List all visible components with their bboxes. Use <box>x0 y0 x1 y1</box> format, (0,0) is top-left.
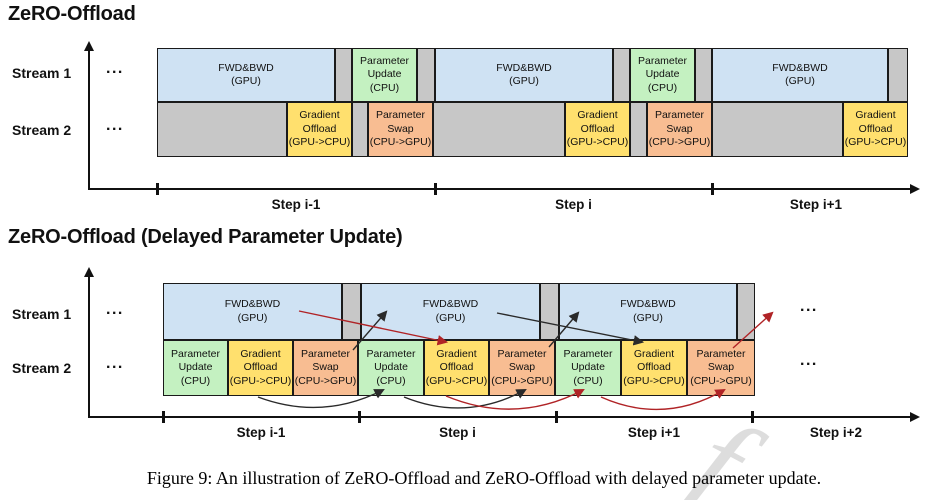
box-gradient-offload: Gradient Offload (GPU->CPU) <box>843 102 908 157</box>
top-step-label: Step i <box>555 197 592 212</box>
bottom-step-label: Step i+1 <box>627 425 681 440</box>
box-idle <box>712 102 843 157</box>
bottom-axis-tick <box>555 411 558 423</box>
box-idle <box>433 102 565 157</box>
top-y-axis <box>88 50 90 189</box>
top-stream1-ellipsis: ... <box>106 60 124 77</box>
box-gradient-offload: Gradient Offload (GPU->CPU) <box>424 340 489 396</box>
box-param-update: Parameter Update (CPU) <box>163 340 228 396</box>
bottom-y-axis <box>88 276 90 417</box>
box-idle <box>737 283 755 340</box>
top-step-label: Step i+1 <box>789 197 843 212</box>
bottom-diagram-title: ZeRO-Offload (Delayed Parameter Update) <box>8 226 403 248</box>
bottom-stream1-label: Stream 1 <box>12 306 72 322</box>
top-axis-tick <box>156 183 159 195</box>
bottom-y-axis-arrow-icon <box>84 267 94 277</box>
bottom-stream2-label: Stream 2 <box>12 360 72 376</box>
box-param-update: Parameter Update (CPU) <box>555 340 621 396</box>
bottom-step-label: Step i-1 <box>236 425 286 440</box>
box-fwd-bwd: FWD&BWD (GPU) <box>163 283 342 340</box>
box-param-swap: Parameter Swap (CPU->GPU) <box>687 340 755 396</box>
box-gradient-offload: Gradient Offload (GPU->CPU) <box>621 340 687 396</box>
box-idle <box>342 283 361 340</box>
top-diagram-title: ZeRO-Offload <box>8 3 136 25</box>
box-fwd-bwd: FWD&BWD (GPU) <box>435 48 613 102</box>
box-fwd-bwd: FWD&BWD (GPU) <box>157 48 335 102</box>
figure-caption: Figure 9: An illustration of ZeRO-Offloa… <box>146 468 822 488</box>
box-param-update: Parameter Update (CPU) <box>630 48 695 102</box>
top-axis-tick <box>711 183 714 195</box>
bottom-axis-tick <box>358 411 361 423</box>
bottom-axis-tick <box>751 411 754 423</box>
box-param-update: Parameter Update (CPU) <box>352 48 417 102</box>
box-gradient-offload: Gradient Offload (GPU->CPU) <box>287 102 352 157</box>
top-step-label: Step i-1 <box>271 197 321 212</box>
bottom-x-axis <box>88 416 912 418</box>
box-param-swap: Parameter Swap (CPU->GPU) <box>489 340 555 396</box>
bottom-x-axis-arrow-icon <box>910 412 920 422</box>
top-x-axis <box>88 188 912 190</box>
bottom-step-label: Step i+2 <box>809 425 863 440</box>
box-param-swap: Parameter Swap (CPU->GPU) <box>368 102 433 157</box>
top-y-axis-arrow-icon <box>84 41 94 51</box>
box-idle <box>352 102 368 157</box>
box-idle <box>335 48 352 102</box>
box-fwd-bwd: FWD&BWD (GPU) <box>361 283 540 340</box>
box-idle <box>695 48 712 102</box>
box-idle <box>540 283 559 340</box>
top-stream2-ellipsis: ... <box>106 117 124 134</box>
box-param-update: Parameter Update (CPU) <box>358 340 424 396</box>
bottom-step-label: Step i <box>439 425 476 440</box>
top-x-axis-arrow-icon <box>910 184 920 194</box>
top-axis-tick <box>434 183 437 195</box>
box-param-swap: Parameter Swap (CPU->GPU) <box>647 102 712 157</box>
box-idle <box>613 48 630 102</box>
box-fwd-bwd: FWD&BWD (GPU) <box>559 283 737 340</box>
box-gradient-offload: Gradient Offload (GPU->CPU) <box>565 102 630 157</box>
box-idle <box>630 102 647 157</box>
box-fwd-bwd: FWD&BWD (GPU) <box>712 48 888 102</box>
bottom-stream2-ellipsis: ... <box>106 355 124 372</box>
bottom-stream1-ellipsis-right: ... <box>800 298 818 315</box>
bottom-stream2-ellipsis-right: ... <box>800 352 818 369</box>
bottom-stream1-ellipsis: ... <box>106 301 124 318</box>
box-idle <box>888 48 908 102</box>
box-idle <box>157 102 287 157</box>
box-gradient-offload: Gradient Offload (GPU->CPU) <box>228 340 293 396</box>
bottom-axis-tick <box>162 411 165 423</box>
top-stream2-label: Stream 2 <box>12 122 72 138</box>
box-param-swap: Parameter Swap (CPU->GPU) <box>293 340 358 396</box>
box-idle <box>417 48 435 102</box>
top-stream1-label: Stream 1 <box>12 65 72 81</box>
